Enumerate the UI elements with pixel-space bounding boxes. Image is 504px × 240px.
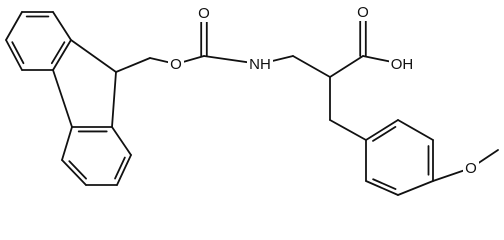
molecule-svg: O O NH O OH O — [5, 2, 499, 196]
bond-b6-c9 — [111, 71, 117, 128]
svg-text:NH: NH — [249, 56, 271, 73]
bond-b2-b3 — [61, 159, 87, 186]
bond-ch2-ring — [329, 119, 367, 141]
atom-carbonyl-o: O — [196, 3, 212, 22]
svg-text:OH: OH — [391, 56, 414, 73]
bond-r5-r6 — [365, 180, 399, 196]
svg-text:O: O — [465, 160, 477, 177]
bond-a3-a4 — [52, 39, 72, 71]
bond-a5-a6-inner — [11, 41, 25, 65]
atom-acid-o: O — [355, 2, 371, 21]
bond-b1-b2 — [61, 126, 73, 161]
bond-b4-b5 — [116, 154, 132, 186]
bond-r1-r2 — [365, 119, 399, 141]
svg-text:O: O — [198, 5, 210, 22]
bond-b2-b3-inner — [68, 160, 87, 180]
bond-a3-c9 — [70, 39, 117, 73]
bond-b4-b5-inner — [114, 156, 126, 180]
bond-layer — [5, 11, 499, 196]
bond-biaryl — [52, 69, 73, 128]
atom-layer: O O NH O OH O — [168, 2, 479, 177]
svg-text:O: O — [170, 56, 182, 73]
bond-ch2-ca — [292, 55, 331, 78]
structure-diagram: O O NH O OH O — [5, 2, 499, 196]
bond-ca-cooh — [329, 55, 364, 78]
bond-a3-a4-inner — [50, 41, 66, 65]
bond-a5-a6 — [5, 39, 23, 71]
bond-c9-ch2 — [115, 57, 151, 73]
svg-text:O: O — [357, 4, 369, 21]
bond-a2-a3 — [52, 11, 72, 41]
atom-ester-o: O — [168, 54, 184, 73]
atom-acid-oh: OH — [389, 54, 416, 73]
bond-r5-r6-inner — [372, 178, 397, 190]
bond-a6-a1 — [5, 11, 23, 41]
atom-amine-nh: NH — [247, 54, 273, 73]
bond-r1-r2-inner — [372, 126, 397, 142]
bond-b5-b6 — [111, 126, 132, 156]
bond-r4-r5 — [397, 180, 434, 196]
atom-methoxy-o: O — [463, 158, 479, 177]
bond-r2-r3 — [397, 119, 434, 141]
